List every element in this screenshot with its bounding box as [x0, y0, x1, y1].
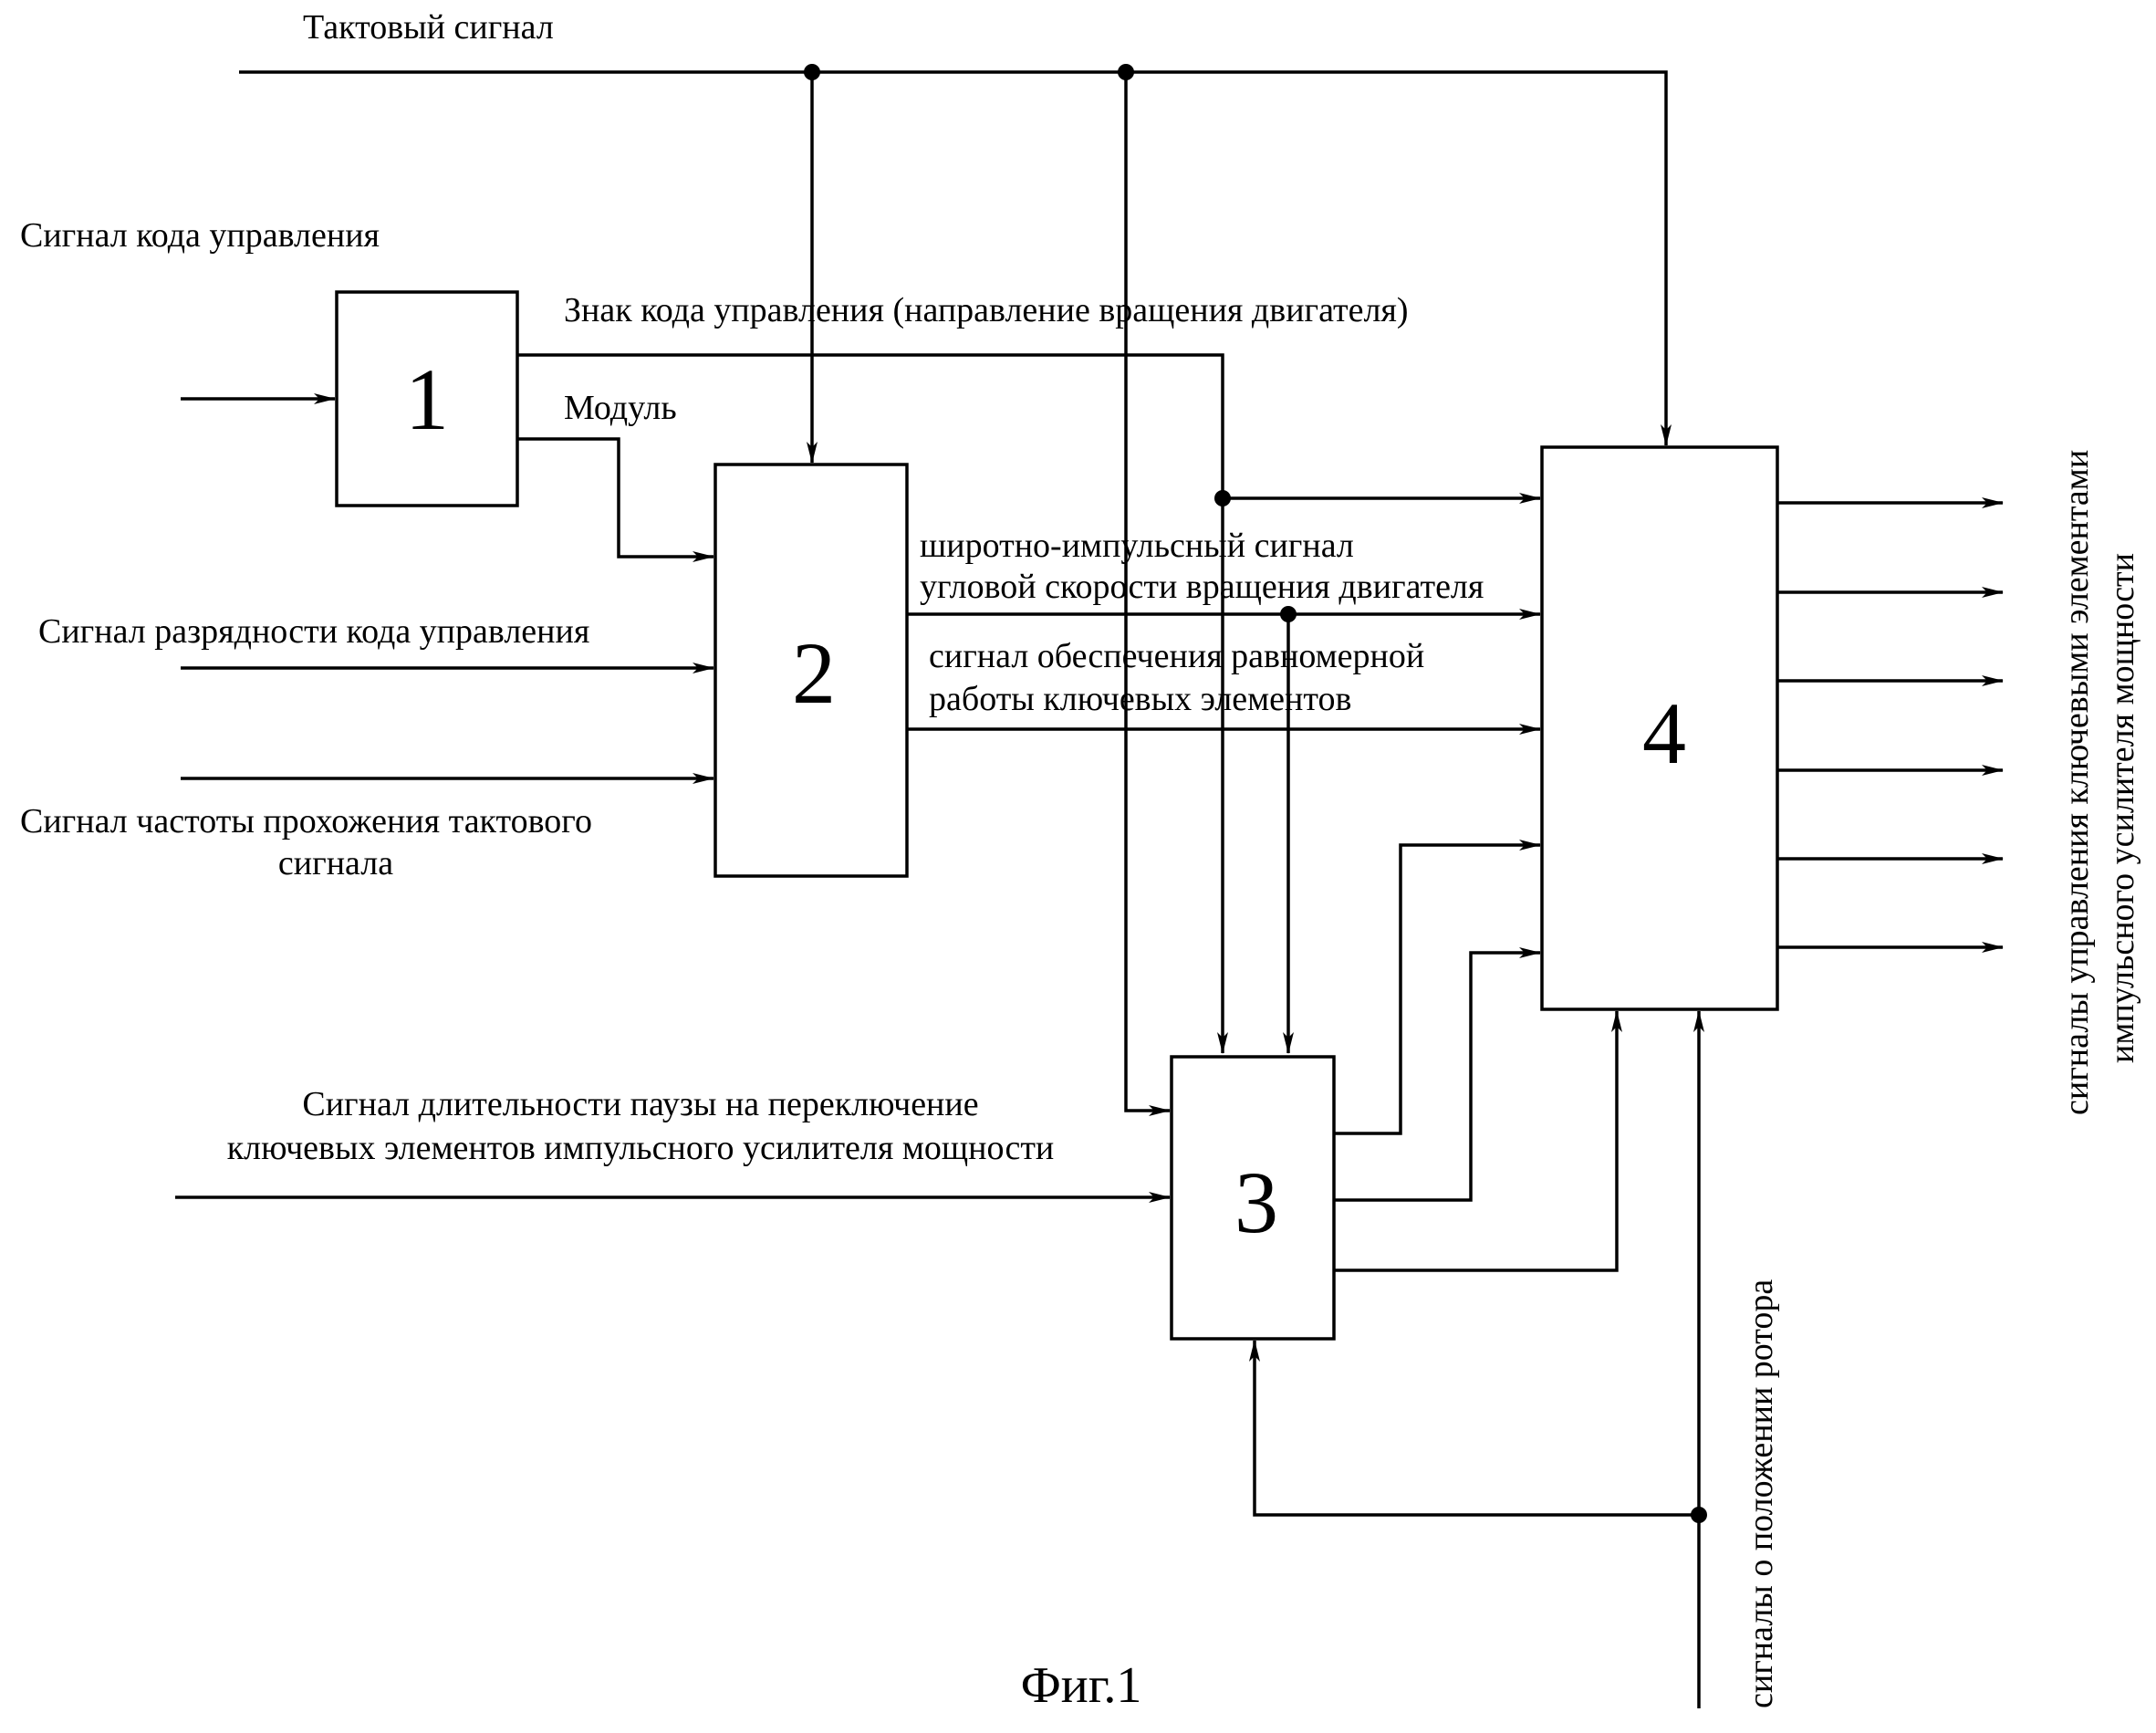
block-3: 3	[1172, 1057, 1334, 1339]
pause-label-line2: ключевых элементов импульсного усилителя…	[227, 1129, 1055, 1167]
sign-junction-dot	[1214, 490, 1231, 506]
modulus-label: Модуль	[564, 389, 677, 427]
key-control-outputs	[1777, 503, 2003, 947]
block-4: 4	[1542, 447, 1777, 1009]
rotor-position-label: сигналы о положении ротора	[1742, 1279, 1780, 1708]
uniform-label-line2: работы ключевых элементов	[929, 680, 1351, 718]
bit-depth-label: Сигнал разрядности кода управления	[38, 612, 589, 651]
rotor-junction-dot	[1691, 1507, 1707, 1523]
uniform-label-line1: сигнал обеспечения равномерной	[929, 637, 1424, 675]
block3-output-wire	[1334, 953, 1540, 1200]
block-1-number: 1	[405, 350, 449, 448]
pause-label-line1: Сигнал длительности паузы на переключени…	[302, 1085, 978, 1123]
figure-caption: Фиг.1	[1021, 1657, 1142, 1714]
sign-label: Знак кода управления (направление вращен…	[564, 291, 1409, 329]
clock-frequency-label-line2: сигнала	[278, 844, 393, 882]
block3-output-wire	[1334, 845, 1540, 1133]
block-2: 2	[715, 465, 907, 876]
block-1: 1	[337, 292, 517, 506]
block3-output-wire	[1334, 1011, 1617, 1270]
pwm-label-line1: широтно-импульсный сигнал	[920, 527, 1354, 565]
clock-junction-dot	[804, 64, 820, 80]
outputs-label-line2: импульсного усилителя мощности	[2103, 553, 2141, 1063]
clock-signal-label: Тактовый сигнал	[303, 8, 554, 47]
clock-junction-dot	[1118, 64, 1134, 80]
modulus-wire	[517, 439, 713, 557]
block-3-number: 3	[1234, 1154, 1278, 1251]
outputs-label-line1: сигналы управления ключевыми элементами	[2057, 450, 2096, 1115]
clock-frequency-label-line1: Сигнал частоты прохожения тактового	[20, 802, 592, 840]
block-2-number: 2	[792, 624, 836, 722]
pwm-label-line2: угловой скорости вращения двигателя	[920, 568, 1484, 606]
control-code-label: Сигнал кода управления	[20, 216, 380, 255]
block-4-number: 4	[1642, 684, 1686, 782]
pwm-junction-dot	[1280, 606, 1297, 622]
